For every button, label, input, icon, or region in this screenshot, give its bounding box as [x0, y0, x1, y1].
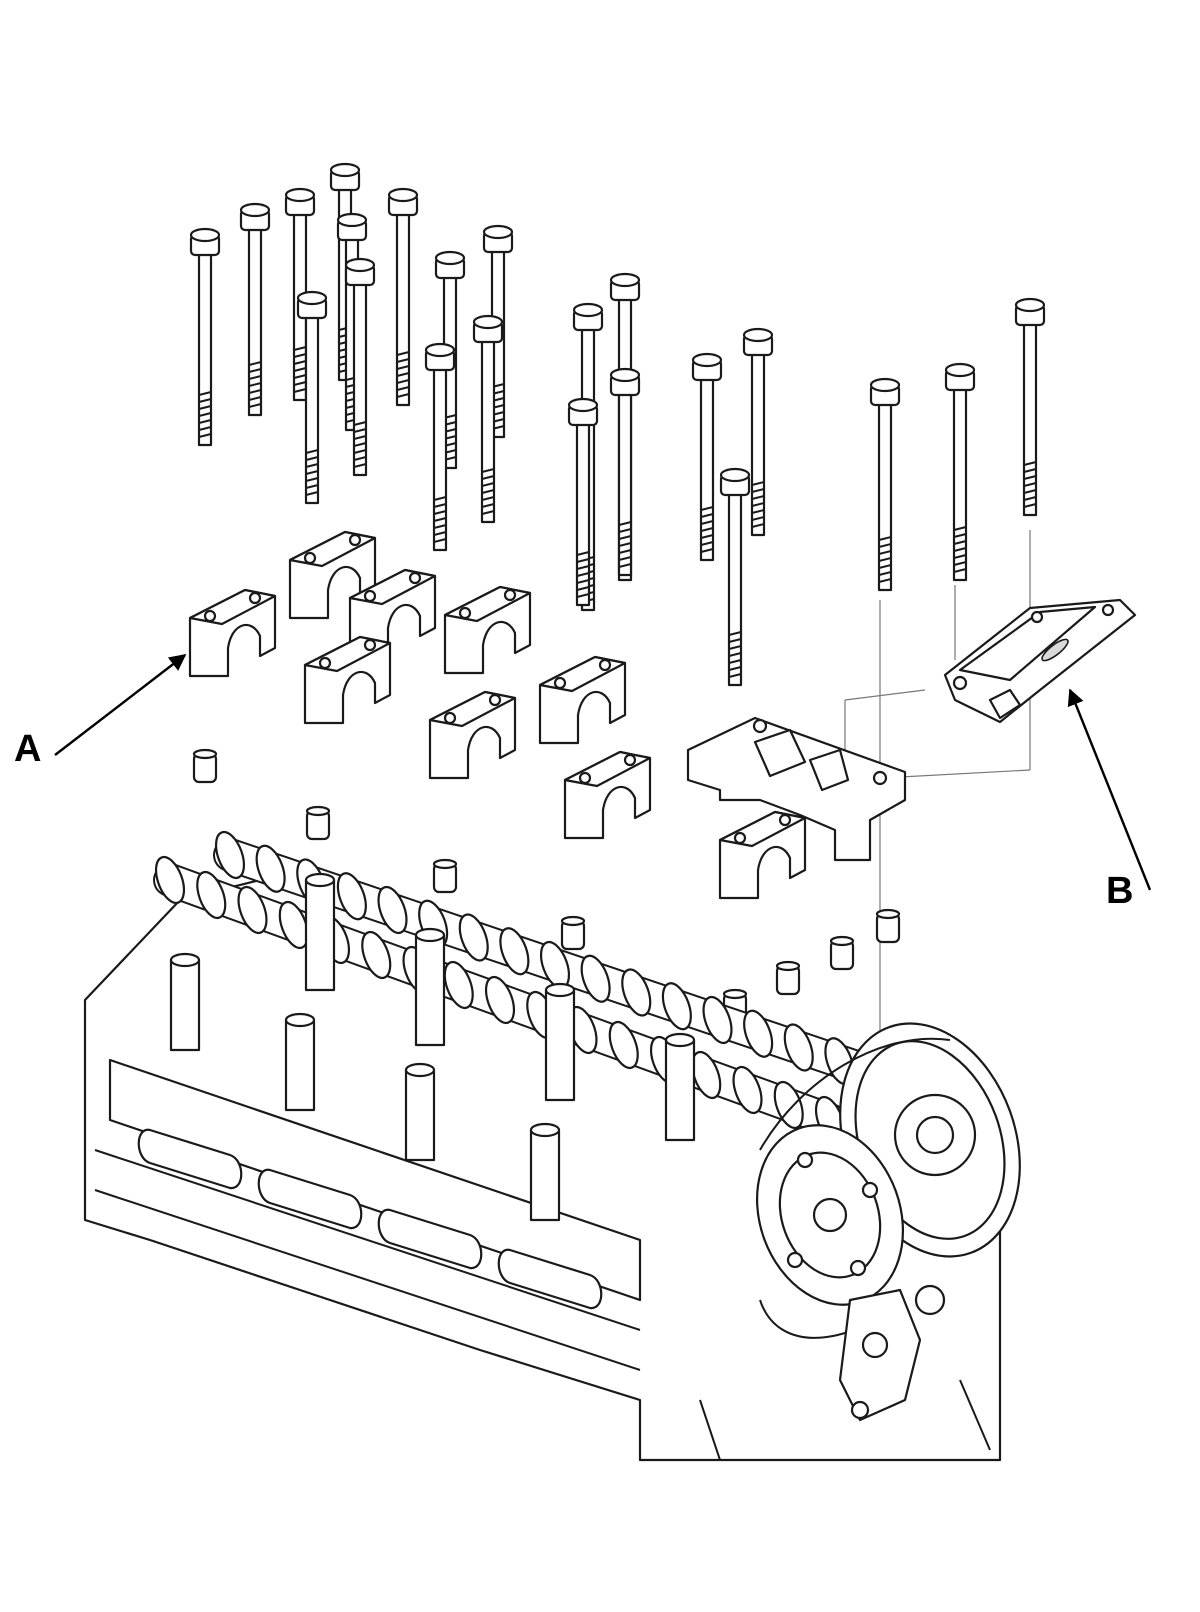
engine-block-details [699, 1284, 991, 1461]
camshaft-holder [718, 810, 807, 900]
camshaft-holder [348, 568, 437, 658]
camshaft-holder [538, 655, 627, 745]
camshaft-holder [303, 635, 392, 725]
head-stud [284, 1018, 316, 1112]
head-stud [404, 1068, 436, 1162]
intake-port [137, 1128, 243, 1190]
callout-label-a: A [14, 728, 42, 770]
dowel-pin [775, 960, 801, 996]
bolt [424, 342, 456, 552]
bolt [239, 202, 271, 417]
bolt [742, 327, 774, 537]
bolt [609, 367, 641, 577]
callout-b-arrow [1067, 688, 1152, 891]
camshaft [213, 830, 897, 1100]
bolt [1014, 297, 1046, 517]
bolt [387, 187, 419, 407]
dowel-pin [432, 858, 458, 894]
head-stud [664, 1038, 696, 1142]
intake-port [497, 1248, 603, 1310]
camshaft-holder [188, 588, 277, 678]
dowel-pin [875, 908, 901, 944]
bolt [482, 224, 514, 439]
camshaft-holder [288, 530, 377, 620]
dowel-pin [560, 915, 586, 951]
callout-a-arrow [54, 653, 187, 756]
camshaft-holder [563, 750, 652, 840]
camshaft-holder [443, 585, 532, 675]
bolt [189, 227, 221, 447]
dowel-pin [192, 748, 218, 784]
bolt [691, 352, 723, 562]
intake-port [377, 1208, 483, 1270]
bolt [296, 290, 328, 505]
dowel-pin [305, 805, 331, 841]
bolt [472, 314, 504, 524]
camshaft-holder-b [943, 598, 1137, 724]
head-stud [544, 988, 576, 1102]
cam-sprocket-assembly [755, 1022, 1021, 1339]
head-stud [414, 933, 446, 1047]
callout-label-b: B [1106, 870, 1134, 912]
camshaft-holder-bridge [686, 716, 907, 862]
camshaft-holder [428, 690, 517, 780]
bolt [869, 377, 901, 592]
bolt [344, 257, 376, 477]
dowel-pin [829, 935, 855, 971]
camshaft-holder-group [188, 530, 807, 900]
bolt [944, 362, 976, 582]
bolt [567, 397, 599, 607]
head-stud [169, 958, 201, 1052]
head-stud [529, 1128, 561, 1222]
intake-port [257, 1168, 363, 1230]
intake-port-group [137, 1128, 603, 1310]
bolt [719, 467, 751, 687]
bolt-group [189, 162, 1046, 687]
head-stud [304, 878, 336, 992]
